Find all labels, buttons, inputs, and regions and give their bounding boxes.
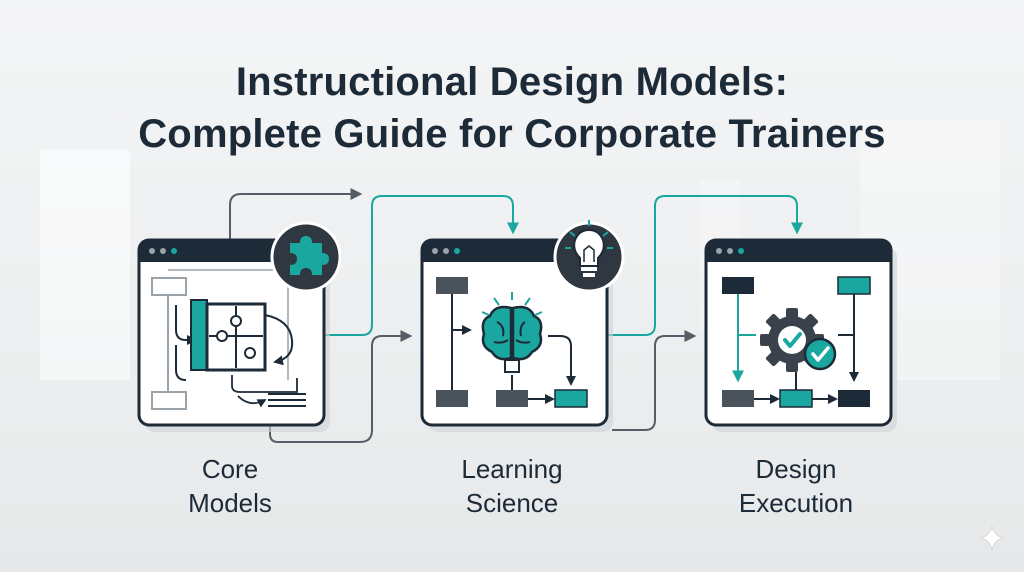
puzzle-icon	[290, 236, 329, 275]
stage-label-line-2: Science	[465, 488, 559, 518]
stage-label-core-models: Core Models	[120, 452, 340, 520]
connector-gray-1-to-2	[269, 330, 413, 443]
background-window	[40, 150, 130, 380]
stage-panel-core-models	[137, 221, 342, 432]
connector-teal-2-to-3	[602, 195, 803, 336]
stage-panel-learning-science	[420, 220, 625, 432]
gear-check-icon	[760, 308, 837, 372]
stage-label-learning-science: Learning Science	[402, 452, 622, 520]
connector-top-arrow-1	[229, 188, 363, 240]
stage-panel-design-execution	[704, 238, 897, 432]
connector-gray-2-to-3	[612, 330, 697, 431]
brain-icon	[481, 292, 543, 373]
sparkle-icon	[979, 525, 1005, 551]
connector-teal-1-to-2	[320, 195, 519, 336]
stage-label-line-2: Execution	[738, 488, 854, 518]
connector-lines	[229, 188, 803, 443]
page-title-line-2: Complete Guide for Corporate Trainers	[138, 112, 886, 156]
page-title-line-1: Instructional Design Models:	[235, 60, 789, 104]
stage-label-line-1: Core	[201, 454, 259, 484]
lightbulb-icon	[565, 220, 613, 277]
stage-label-design-execution: Design Execution	[686, 452, 906, 520]
stage-label-line-1: Learning	[461, 454, 563, 484]
stage-label-line-1: Design	[755, 454, 837, 484]
stage-label-line-2: Models	[188, 488, 272, 518]
